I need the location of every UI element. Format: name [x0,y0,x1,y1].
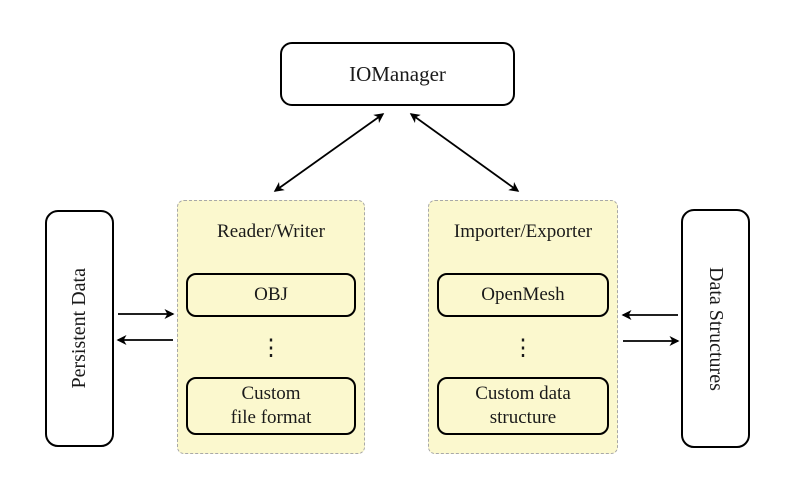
node-persistent-data: Persistent Data [45,210,114,447]
node-obj-label: OBJ [254,284,288,306]
group-reader-writer-title: Reader/Writer [217,221,325,242]
node-obj: OBJ [186,273,356,317]
node-openmesh-label: OpenMesh [481,284,565,306]
ellipsis-importer-exporter: ⋮ [511,335,535,360]
node-iomanager: IOManager [280,42,515,106]
node-custom-file-format-line2: file format [230,407,312,428]
group-importer-exporter-title: Importer/Exporter [453,221,593,242]
node-custom-data-structure-line2: structure [489,407,557,428]
arrow-iomanager-importerexporter [409,113,520,192]
arrow-iomanager-readerwriter [273,113,385,192]
group-reader-writer: Reader/Writer OBJ ⋮ Custom file format [177,200,365,454]
node-data-structures: Data Structures [681,209,750,448]
node-custom-data-structure: Custom data structure [437,377,609,435]
node-custom-file-format-line1: Custom [241,383,301,405]
node-data-structures-label: Data Structures [705,266,727,391]
node-custom-data-structure-line1: Custom data [475,383,571,405]
node-custom-file-format: Custom file format [186,377,356,435]
ellipsis-reader-writer: ⋮ [259,335,283,360]
node-openmesh: OpenMesh [437,273,609,317]
group-importer-exporter: Importer/Exporter OpenMesh ⋮ Custom data… [428,200,618,454]
node-iomanager-label: IOManager [349,61,446,86]
node-persistent-data-label: Persistent Data [68,268,90,389]
